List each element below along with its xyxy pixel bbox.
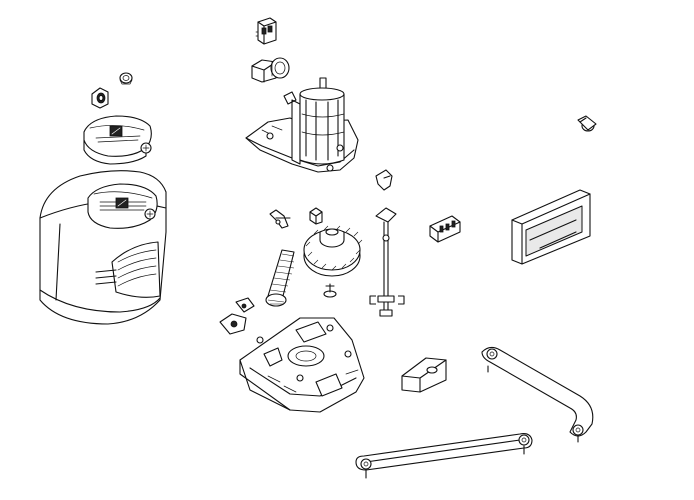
cover-icon bbox=[39, 170, 167, 325]
clip-icon bbox=[369, 295, 405, 305]
clip-icon bbox=[375, 169, 393, 191]
terminal-connector-icon bbox=[255, 17, 277, 45]
gear-icon bbox=[303, 225, 363, 277]
worm-shaft-icon bbox=[265, 249, 295, 307]
motor-icon bbox=[245, 77, 359, 173]
gland-icon bbox=[119, 72, 133, 85]
straight-arm-icon bbox=[355, 433, 533, 479]
screw-icon bbox=[323, 283, 337, 298]
curved-arm-icon bbox=[481, 346, 594, 443]
stud-icon bbox=[309, 207, 323, 225]
knob-icon bbox=[83, 115, 152, 165]
lever-icon bbox=[269, 209, 291, 229]
nut-icon bbox=[91, 87, 109, 109]
terminal-strip-icon bbox=[429, 215, 461, 243]
base-icon bbox=[239, 317, 365, 413]
capacitor-icon bbox=[251, 57, 290, 83]
clip-icon bbox=[219, 297, 255, 335]
stop-block-icon bbox=[401, 357, 447, 393]
bracket-icon bbox=[511, 189, 591, 265]
rod-icon bbox=[375, 207, 397, 317]
screw-icon bbox=[577, 115, 597, 132]
